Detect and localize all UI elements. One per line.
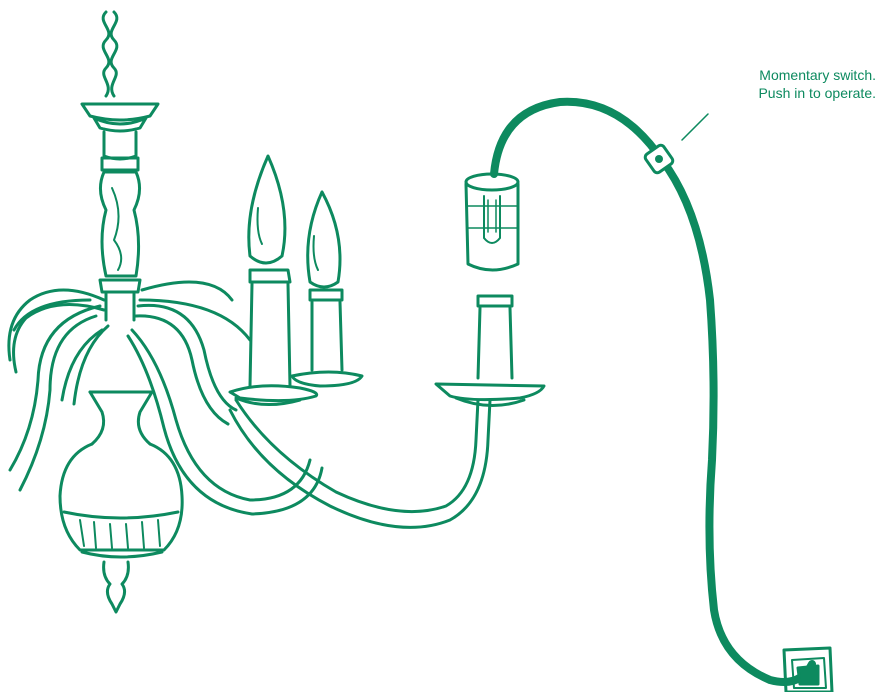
callout-line-2: Push in to operate. bbox=[758, 85, 876, 101]
chandelier-chain bbox=[101, 10, 119, 98]
candle-sleeve-empty bbox=[434, 294, 546, 408]
wall-outlet-plug bbox=[782, 646, 834, 692]
callout-line-1: Momentary switch. bbox=[759, 67, 876, 83]
candle-left bbox=[228, 154, 319, 407]
chandelier-arms-right bbox=[126, 280, 492, 529]
candle-middle bbox=[290, 190, 364, 388]
cfl-bulb-sleeve bbox=[464, 172, 520, 272]
chandelier-stem bbox=[80, 102, 160, 322]
momentary-switch-callout: Momentary switch. Push in to operate. bbox=[686, 66, 876, 102]
chandelier-urn bbox=[58, 390, 184, 614]
momentary-switch bbox=[643, 143, 675, 175]
pendant-cord bbox=[490, 97, 816, 686]
callout-leader-line bbox=[681, 113, 709, 141]
chandelier-arms-left bbox=[7, 288, 110, 492]
